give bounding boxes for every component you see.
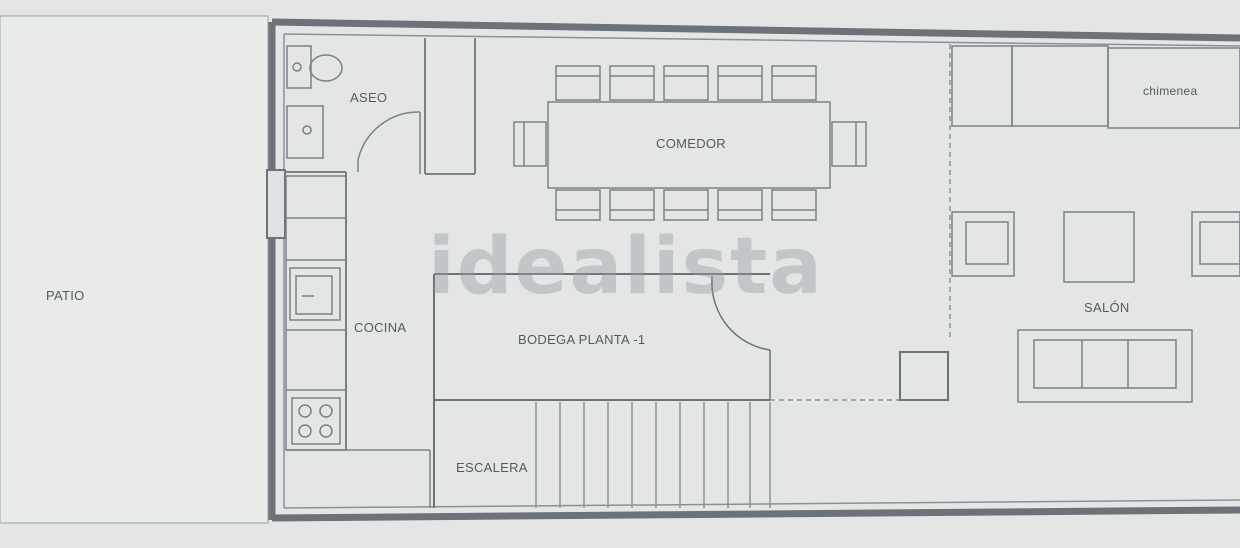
aseo-label: ASEO: [350, 90, 388, 105]
patio-window: [266, 169, 286, 239]
armchair-left: [951, 211, 1015, 277]
cocina-label: COCINA: [354, 320, 407, 335]
bodega-label: BODEGA PLANTA -1: [518, 332, 646, 347]
column-box: [899, 351, 949, 401]
patio-label: PATIO: [46, 288, 85, 303]
inner-wall-lines: [283, 33, 1240, 509]
armchair-right: [1191, 211, 1240, 277]
dashed-divisions: [770, 44, 951, 401]
coffee-table: [1063, 211, 1135, 283]
sofa: [1017, 329, 1193, 403]
patio-area: [0, 15, 269, 524]
dining-table: [547, 101, 831, 189]
idealista-watermark: idealista: [428, 222, 824, 312]
staircase-steps: [535, 402, 771, 508]
chimenea-label: chimenea: [1143, 84, 1198, 98]
kitchen-sink-icon: [289, 267, 341, 321]
comedor-label: COMEDOR: [656, 136, 726, 151]
bodega-box: [433, 273, 771, 508]
cooktop-icon: [291, 397, 341, 445]
salon-label: SALÓN: [1084, 300, 1130, 315]
kitchen-counter: [285, 175, 431, 508]
toilet-icon: [286, 45, 343, 89]
outer-walls: [268, 18, 1240, 522]
escalera-label: ESCALERA: [456, 460, 528, 475]
sink-icon: [286, 105, 324, 159]
salon-cabinets: [951, 45, 1240, 129]
dining-chairs: [513, 65, 867, 221]
